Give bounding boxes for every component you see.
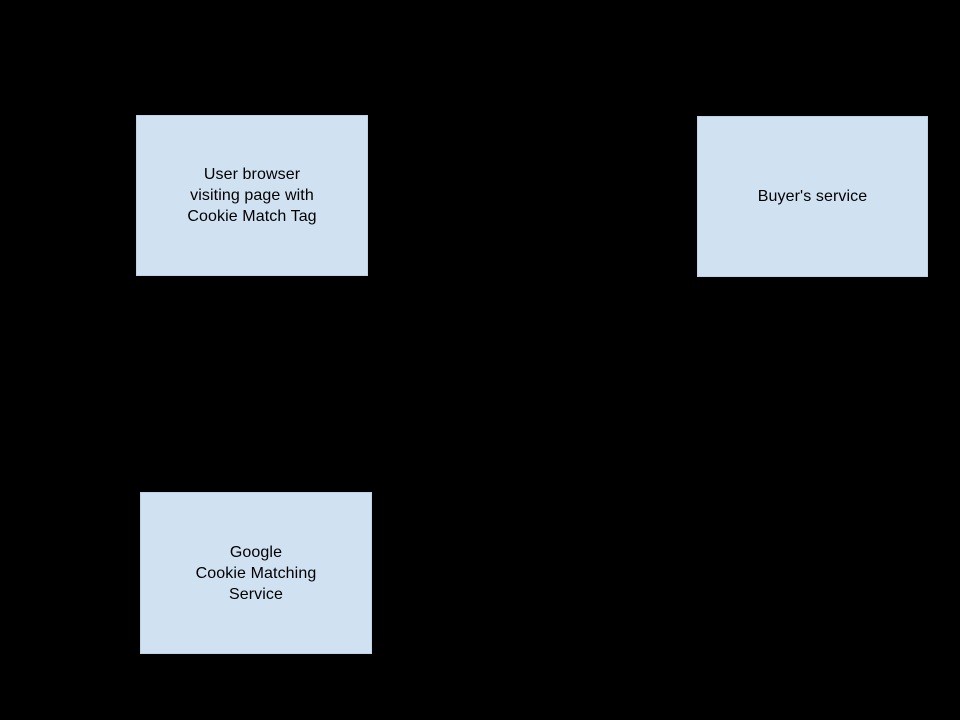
diagram-node-label: User browser visiting page with Cookie M… <box>187 166 317 225</box>
diagram-node-label: Buyer's service <box>757 188 868 205</box>
diagram-node-user-browser[interactable]: User browser visiting page with Cookie M… <box>136 115 368 276</box>
diagram-node-google-cookie-matching-service[interactable]: Google Cookie Matching Service <box>140 492 372 654</box>
diagram-node-label: Google Cookie Matching Service <box>195 543 317 603</box>
diagram-node-buyers-service[interactable]: Buyer's service <box>697 116 928 277</box>
